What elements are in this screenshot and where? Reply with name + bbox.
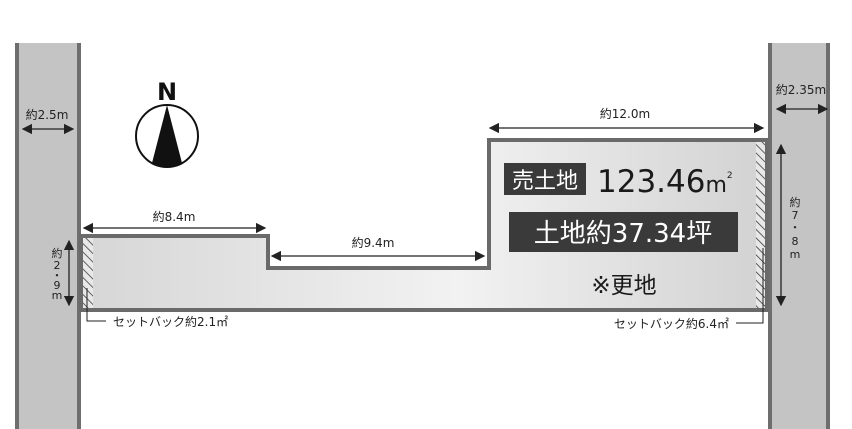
setback-left-hatch bbox=[83, 238, 93, 308]
setback-right-leader bbox=[736, 248, 764, 324]
depth-char: 7 bbox=[792, 209, 799, 222]
setback-left-leader bbox=[86, 288, 106, 322]
depth-char: ・ bbox=[790, 221, 801, 234]
setback-right-hatch bbox=[756, 142, 765, 308]
badge-bg bbox=[504, 163, 586, 195]
tsubo-bg bbox=[509, 212, 738, 252]
right-road-width: 約2.35m bbox=[776, 82, 826, 97]
land-area-sup: 2 bbox=[727, 171, 733, 181]
depth-char: 9 bbox=[54, 279, 61, 292]
north-compass: N bbox=[135, 78, 199, 168]
depth-char: ・ bbox=[52, 269, 63, 282]
vacant-land-note: ※更地 bbox=[591, 273, 656, 299]
dim-middle: 約9.4m bbox=[352, 235, 395, 250]
dim-top-left: 約8.4m bbox=[153, 209, 196, 224]
depth-char: 8 bbox=[792, 235, 799, 248]
north-arrow-icon bbox=[152, 105, 182, 167]
left-road-width: 約2.5m bbox=[26, 107, 69, 122]
depth-char: m bbox=[52, 289, 63, 302]
setback-right-label: セットバック約6.4㎡ bbox=[614, 316, 729, 331]
dim-top-right: 約12.0m bbox=[600, 106, 650, 121]
land-area: 123.46m2 bbox=[597, 164, 733, 200]
land-plot bbox=[79, 138, 769, 312]
sale-land-badge: 売土地 bbox=[512, 169, 578, 194]
land-area-unit: m bbox=[705, 173, 726, 198]
depth-char: 約 bbox=[790, 195, 801, 209]
land-area-value: 123.46 bbox=[597, 164, 705, 200]
setback-left-label: セットバック約2.1㎡ bbox=[113, 314, 228, 329]
north-label: N bbox=[157, 78, 177, 106]
dim-right-depth: 約 7 ・ 8 m bbox=[790, 195, 801, 261]
dim-left-depth: 約 2 ・ 9 m bbox=[52, 246, 63, 302]
left-road bbox=[15, 43, 81, 429]
depth-char: 約 bbox=[52, 246, 63, 260]
right-road bbox=[768, 43, 830, 429]
land-tsubo: 土地約37.34坪 bbox=[534, 219, 712, 249]
depth-char: m bbox=[790, 248, 801, 261]
depth-char: 2 bbox=[54, 259, 61, 272]
